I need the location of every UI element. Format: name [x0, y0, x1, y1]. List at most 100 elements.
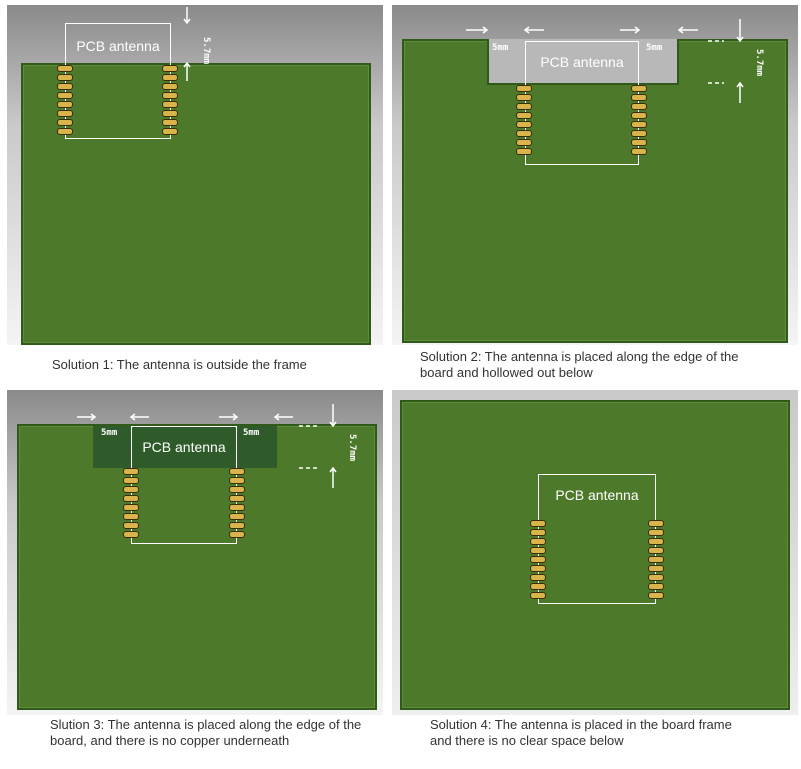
pad — [229, 477, 245, 484]
pcb-antenna-outline: PCB antenna — [65, 23, 171, 139]
pad — [648, 547, 664, 554]
pad — [162, 83, 178, 90]
pad — [229, 495, 245, 502]
pad — [162, 65, 178, 72]
pad — [530, 556, 546, 563]
pad — [516, 139, 532, 146]
caption-solution-4: Solution 4: The antenna is placed in the… — [430, 717, 732, 748]
pad — [229, 504, 245, 511]
dimension-label-left: 5mm — [101, 428, 118, 438]
pad — [530, 529, 546, 536]
pad — [229, 468, 245, 475]
pad — [516, 112, 532, 119]
pad — [648, 538, 664, 545]
pad — [123, 486, 139, 493]
pad — [516, 130, 532, 137]
pad — [57, 128, 73, 135]
pad — [631, 148, 647, 155]
module-pads-right — [162, 65, 178, 137]
dimension-label-left: 5mm — [492, 43, 509, 53]
dimension-arrows — [466, 19, 744, 103]
pad — [631, 85, 647, 92]
pcb-board — [400, 400, 790, 710]
pad — [516, 121, 532, 128]
pad — [631, 94, 647, 101]
pad — [123, 513, 139, 520]
pad — [162, 101, 178, 108]
module-pads-left — [123, 468, 139, 540]
pad — [631, 112, 647, 119]
antenna-label: PCB antenna — [142, 439, 226, 455]
board-cutout — [487, 39, 679, 85]
pad — [648, 565, 664, 572]
module-pads-left — [516, 85, 532, 157]
pad — [648, 556, 664, 563]
pad — [123, 468, 139, 475]
pad — [530, 547, 546, 554]
pad — [631, 121, 647, 128]
pad — [648, 520, 664, 527]
pcb-antenna-outline: PCB antenna — [538, 474, 656, 604]
panel-solution-3: PCB antenna 5mm 5mm 5.7mm — [7, 390, 383, 715]
antenna-label: PCB antenna — [555, 487, 639, 503]
module-pads-right — [631, 85, 647, 157]
pad — [631, 130, 647, 137]
pad — [516, 103, 532, 110]
pad — [516, 94, 532, 101]
pcb-board — [402, 39, 788, 343]
caption-solution-2: Solution 2: The antenna is placed along … — [420, 349, 739, 380]
module-pads-right — [229, 468, 245, 540]
panel-solution-4: PCB antenna — [392, 390, 798, 715]
dimension-arrows — [183, 7, 191, 81]
pad — [162, 119, 178, 126]
pad — [57, 92, 73, 99]
pad — [57, 83, 73, 90]
pad — [229, 486, 245, 493]
dimension-arrows — [77, 404, 337, 488]
dimension-label-vertical: 5.7mm — [754, 49, 764, 77]
pad — [648, 529, 664, 536]
module-pads-left — [530, 520, 546, 601]
panel-solution-2: PCB antenna 5mm 5mm 5.7mm — [392, 5, 798, 345]
panel-solution-1: PCB antenna 5.7mm — [7, 5, 383, 345]
pad — [123, 531, 139, 538]
pad — [162, 92, 178, 99]
module-pads-right — [648, 520, 664, 601]
dimension-label-vertical: 5.7mm — [201, 37, 211, 65]
pad — [648, 583, 664, 590]
antenna-label: PCB antenna — [76, 38, 160, 54]
pad — [162, 74, 178, 81]
pcb-antenna-outline: PCB antenna — [131, 426, 237, 544]
caption-solution-3: Slution 3: The antenna is placed along t… — [50, 717, 362, 748]
dimension-label-right: 5mm — [243, 428, 260, 438]
caption-solution-1: Solution 1: The antenna is outside the f… — [52, 357, 307, 372]
pad — [229, 531, 245, 538]
pad — [123, 477, 139, 484]
pad — [229, 522, 245, 529]
pcb-board — [21, 63, 371, 345]
pad — [57, 110, 73, 117]
no-copper-area — [93, 426, 277, 468]
pad — [530, 565, 546, 572]
pad — [516, 85, 532, 92]
module-pads-left — [57, 65, 73, 137]
dimension-label-right: 5mm — [646, 43, 663, 53]
pad — [530, 574, 546, 581]
pad — [162, 128, 178, 135]
pad — [123, 522, 139, 529]
pcb-board — [17, 424, 377, 710]
pad — [57, 119, 73, 126]
pad — [648, 574, 664, 581]
pad — [530, 583, 546, 590]
pad — [516, 148, 532, 155]
pad — [57, 101, 73, 108]
pad — [57, 65, 73, 72]
pad — [57, 74, 73, 81]
pad — [162, 110, 178, 117]
pad — [631, 103, 647, 110]
pad — [123, 495, 139, 502]
pad — [530, 520, 546, 527]
pad — [229, 513, 245, 520]
pad — [631, 139, 647, 146]
pad — [123, 504, 139, 511]
